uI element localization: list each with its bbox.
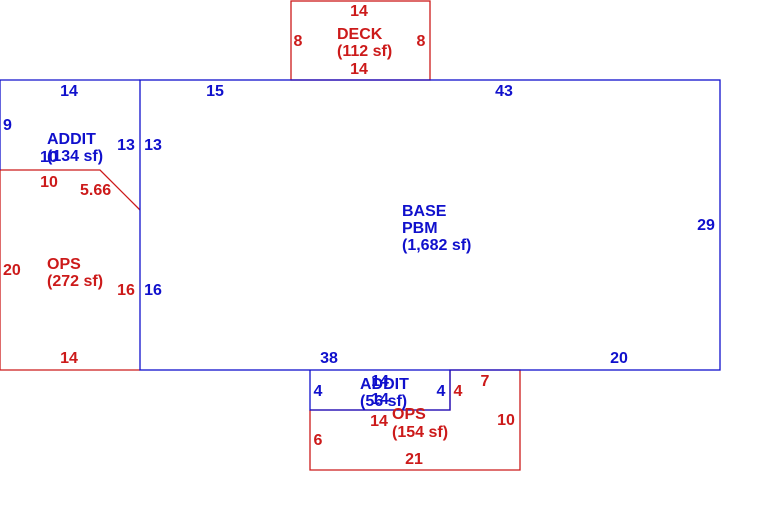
ops-bottom-area-value: (154 sf)	[392, 424, 448, 441]
addit-bottom-dim-top: 14	[371, 373, 389, 390]
ops-left-outline-top	[0, 169, 141, 211]
deck-dim-top: 14	[350, 3, 368, 20]
addit-bottom-dim-bottom: 14	[371, 391, 389, 408]
addit-bottom-dim-right: 4	[437, 383, 446, 400]
base-dim-bottom-left: 38	[320, 350, 338, 367]
ops-left-dim-left: 20	[3, 262, 21, 279]
ops-left-name: OPS	[47, 256, 81, 273]
base-dim-top: 43	[495, 83, 513, 100]
addit-left-dim-right: 13	[117, 137, 135, 154]
ops-left-dim-top: 10	[40, 174, 58, 191]
addit-bottom-dim-left: 4	[314, 383, 323, 400]
deck-dim-right: 8	[417, 33, 426, 50]
base-subname: PBM	[402, 220, 438, 237]
ops-bottom-dim-left: 6	[314, 432, 323, 449]
ops-bottom-dim-top: 14	[370, 413, 388, 430]
base-dim-top-left: 15	[206, 83, 224, 100]
base-dim-bottom-right: 20	[610, 350, 628, 367]
ops-bottom-dim-right: 10	[497, 412, 515, 429]
addit-left-dim-bottom: 10	[40, 149, 58, 166]
deck-dim-left: 8	[294, 33, 303, 50]
base-outline	[139, 79, 721, 371]
ops-bottom-dim-right-upper: 4	[454, 383, 463, 400]
deck-dim-bottom: 14	[350, 61, 368, 78]
addit-left-dim-top: 14	[60, 83, 78, 100]
ops-left-dim-bottom: 14	[60, 350, 78, 367]
addit-bottom-area-value: (56 sf)	[360, 393, 407, 410]
base-dim-left-upper: 13	[144, 137, 162, 154]
ops-left-area-value: (272 sf)	[47, 273, 103, 290]
base-dim-right: 29	[697, 217, 715, 234]
base-area	[139, 79, 721, 371]
ops-left-area	[0, 169, 141, 371]
ops-bottom-dim-top-right: 7	[481, 373, 490, 390]
ops-bottom-name: OPS	[392, 406, 426, 423]
addit-bottom-outline	[309, 370, 451, 411]
deck-area-value: (112 sf)	[337, 43, 392, 60]
addit-left-name: ADDIT	[47, 131, 96, 148]
ops-left-outline-bottom	[0, 170, 140, 371]
addit-left-outline	[0, 79, 140, 170]
addit-left-area	[0, 79, 140, 170]
base-name: BASE	[402, 203, 447, 220]
addit-left-dim-left: 9	[3, 117, 12, 134]
deck-name: DECK	[337, 26, 383, 43]
addit-bottom-name: ADDIT	[360, 376, 409, 393]
ops-bottom-dim-bottom: 21	[405, 451, 423, 468]
ops-left-dim-diagonal: 5.66	[80, 182, 111, 199]
base-dim-left-lower: 16	[144, 282, 162, 299]
ops-left-dim-right: 16	[117, 282, 135, 299]
addit-left-area-value: (134 sf)	[47, 148, 103, 165]
base-area-value: (1,682 sf)	[402, 237, 471, 254]
addit-bottom-area	[309, 370, 451, 411]
